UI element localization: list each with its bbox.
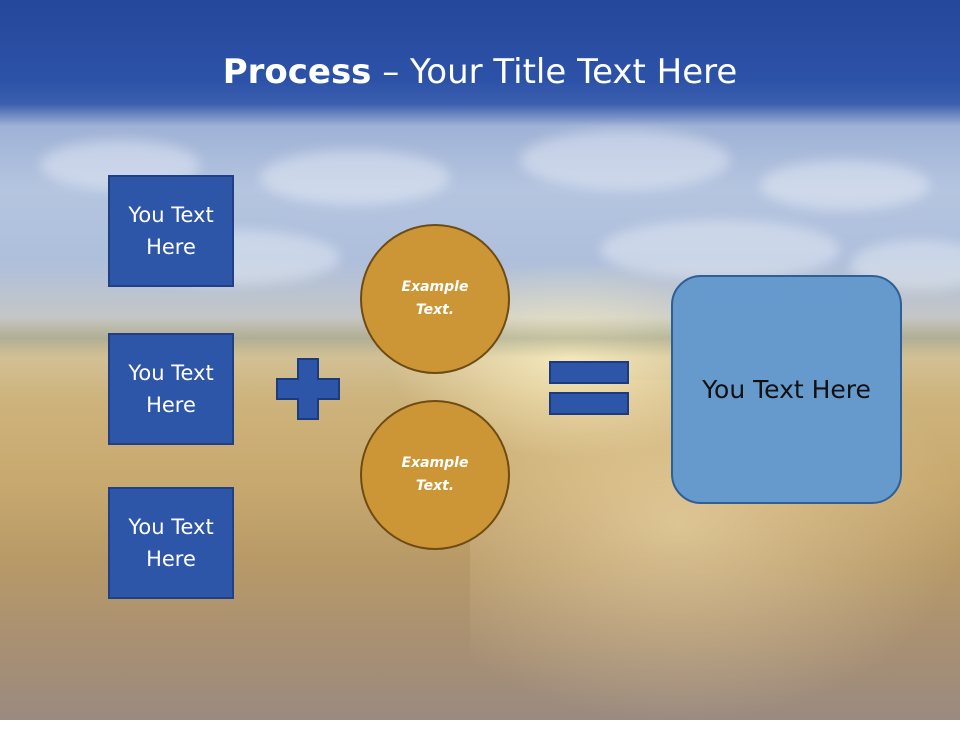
input-box-3: You Text Here [108,487,234,599]
slide-title: Process – Your Title Text Here [0,52,960,92]
input-box-1: You Text Here [108,175,234,287]
input-box-3-text: You Text Here [128,515,214,571]
example-circle-1: Example Text. [360,224,510,374]
example-circle-2-text: Example Text. [401,455,469,494]
result-box: You Text Here [671,275,902,504]
example-circle-2: Example Text. [360,400,510,550]
title-bold: Process [222,52,372,92]
example-circle-1-text: Example Text. [401,279,469,318]
input-box-2: You Text Here [108,333,234,445]
plus-icon [276,358,340,420]
title-rest: – Your Title Text Here [371,52,738,92]
input-box-1-text: You Text Here [128,203,214,259]
equals-icon [549,361,629,415]
input-box-2-text: You Text Here [128,361,214,417]
result-box-text: You Text Here [702,375,871,404]
